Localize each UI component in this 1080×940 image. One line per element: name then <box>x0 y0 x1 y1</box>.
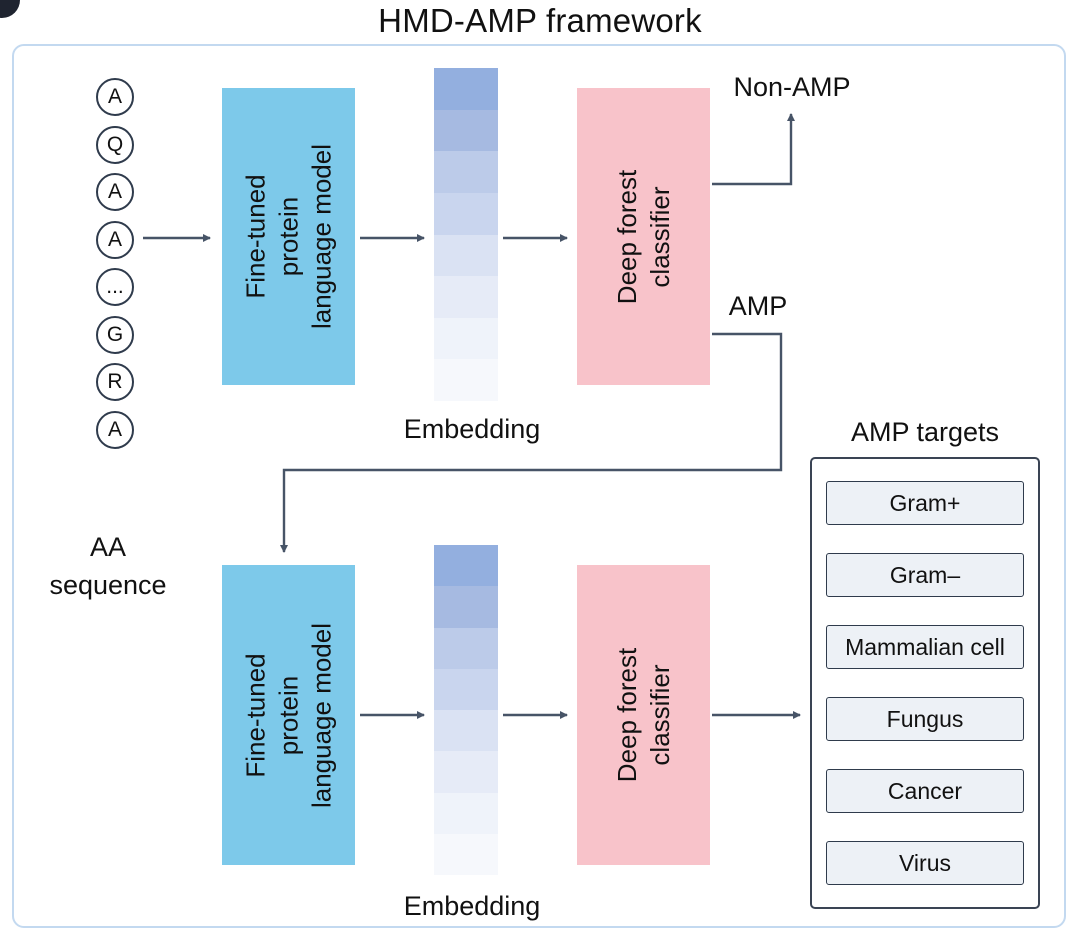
plm-line: language model <box>306 622 336 808</box>
non-amp-label: Non-AMP <box>733 72 851 102</box>
embedding-cell <box>434 276 498 318</box>
embedding-cell <box>434 359 498 401</box>
classifier-box-stage2: Deep forest classifier <box>577 565 710 865</box>
sequence-circle: A <box>96 78 134 116</box>
sequence-circle: A <box>96 410 134 449</box>
classifier-line: classifier <box>644 185 675 288</box>
plm-line: Fine-tuned <box>240 174 270 299</box>
sequence-circle: G <box>96 315 134 354</box>
diagram-title: HMD-AMP framework <box>378 2 702 39</box>
embedding-cell <box>434 545 498 587</box>
plm-line: Fine-tuned <box>240 652 270 778</box>
embedding-column-stage2 <box>434 545 498 875</box>
sequence-circle: A <box>96 173 134 211</box>
amp-targets-title: AMP targets <box>850 417 1000 447</box>
embedding-cell <box>434 109 498 152</box>
embedding-cell <box>434 192 498 235</box>
embedding-label-stage2: Embedding <box>403 891 541 921</box>
target-item-gram-minus: Gram– <box>826 553 1024 597</box>
aa-sequence-label: AA sequence <box>49 532 167 600</box>
embedding-cell <box>434 751 498 793</box>
embedding-cell <box>434 627 498 669</box>
classifier-box-stage1-label: Deep forest classifier <box>611 89 677 385</box>
target-item-cancer: Cancer <box>826 769 1024 813</box>
amp-label: AMP <box>728 291 788 321</box>
classifier-line: Deep forest <box>611 647 642 783</box>
plm-box-stage1-label: Fine-tuned protein language model <box>239 89 338 385</box>
sequence-circle: A <box>96 220 134 259</box>
embedding-label-stage1: Embedding <box>403 414 541 444</box>
plm-box-stage2: Fine-tuned protein language model <box>222 565 355 865</box>
embedding-cell <box>434 234 498 277</box>
plm-line: language model <box>306 143 336 330</box>
amp-targets-box: Gram+ Gram– Mammalian cell Fungus Cancer… <box>810 457 1040 909</box>
plm-line: protein <box>273 196 303 277</box>
classifier-line: Deep forest <box>611 169 642 304</box>
sequence-circle: R <box>96 363 134 401</box>
plm-line: protein <box>273 675 303 755</box>
embedding-column-stage1 <box>434 68 498 401</box>
plm-box-stage2-label: Fine-tuned protein language model <box>239 567 338 863</box>
target-item-virus: Virus <box>826 841 1024 885</box>
embedding-cell <box>434 151 498 193</box>
embedding-cell <box>434 668 498 710</box>
embedding-cell <box>434 68 498 110</box>
classifier-line: classifier <box>644 664 675 766</box>
aa-sequence-column: A Q A A ... G R A <box>96 78 134 449</box>
classifier-box-stage1: Deep forest classifier <box>577 88 710 385</box>
embedding-cell <box>434 833 498 875</box>
sequence-circle-ellipsis: ... <box>96 268 134 306</box>
classifier-box-stage2-label: Deep forest classifier <box>611 567 677 863</box>
target-item-gram-plus: Gram+ <box>826 481 1024 525</box>
plm-box-stage1: Fine-tuned protein language model <box>222 88 355 385</box>
embedding-cell <box>434 586 498 628</box>
embedding-cell <box>434 792 498 834</box>
target-item-fungus: Fungus <box>826 697 1024 741</box>
embedding-cell <box>434 317 498 360</box>
embedding-cell <box>434 710 498 752</box>
target-item-mammalian-cell: Mammalian cell <box>826 625 1024 669</box>
sequence-circle: Q <box>96 125 134 164</box>
